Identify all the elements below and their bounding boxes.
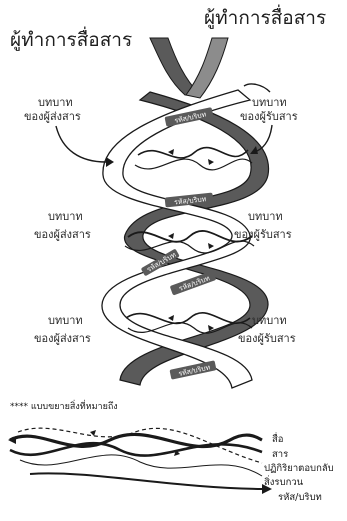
legend-item-message: สาร [272,449,288,460]
legend-item-channel: สื่อ [272,432,284,445]
legend-strand-code [30,473,262,489]
ribbon-tail-right [186,38,228,98]
svg-text:ของผู้ส่งสาร: ของผู้ส่งสาร [34,332,91,345]
svg-text:ของผู้รับสาร: ของผู้รับสาร [234,228,292,241]
curved-arrow-icon [244,84,270,92]
svg-text:บทบาท: บทบาท [252,96,287,109]
svg-text:ของผู้รับสาร: ของผู้รับสาร [238,332,296,345]
strand-top-1 [138,148,248,158]
svg-text:ของผู้ส่งสาร: ของผู้ส่งสาร [24,110,81,123]
svg-text:ของผู้ส่งสาร: ของผู้ส่งสาร [34,228,91,241]
svg-text:บทบาท: บทบาท [252,314,287,327]
svg-text:บทบาท: บทบาท [48,314,83,327]
legend-heading: **** แบบขยายสิ่งที่หมายถึง [10,399,118,412]
legend-item-code: รหัส/บริบท [278,492,322,503]
role-bottom-left: บทบาท ของผู้ส่งสาร [34,314,91,345]
strand-arrows [168,149,214,331]
arrow-icon [208,159,214,165]
role-top-left: บทบาท ของผู้ส่งสาร [24,96,81,123]
arrow-icon [168,233,174,239]
curved-arrow-icon [56,126,106,162]
title-left: ผู้ทำการสื่อสาร [10,26,132,51]
title-right: ผู้ทำการสื่อสาร [204,4,326,29]
legend-item-noise: สิ่งรบกวน [264,475,304,488]
strand-top-2 [135,159,252,170]
legend-labels: สื่อ สาร ปฏิกิริยาตอบกลับ สิ่งรบกวน รหัส… [264,432,334,503]
legend-item-feedback: ปฏิกิริยาตอบกลับ [264,463,334,474]
svg-text:บทบาท: บทบาท [38,96,73,109]
legend-strands [10,428,262,489]
svg-text:บทบาท: บทบาท [48,210,83,223]
arrow-icon [168,149,174,155]
arrow-icon [208,243,214,249]
role-mid-left: บทบาท ของผู้ส่งสาร [34,210,91,241]
code-label-4: รหัส/บริบท [178,274,211,293]
strand-bottom-1 [126,313,250,324]
svg-text:ของผู้รับสาร: ของผู้รับสาร [240,110,298,123]
svg-text:บทบาท: บทบาท [248,210,283,223]
arrow-icon [168,315,174,321]
